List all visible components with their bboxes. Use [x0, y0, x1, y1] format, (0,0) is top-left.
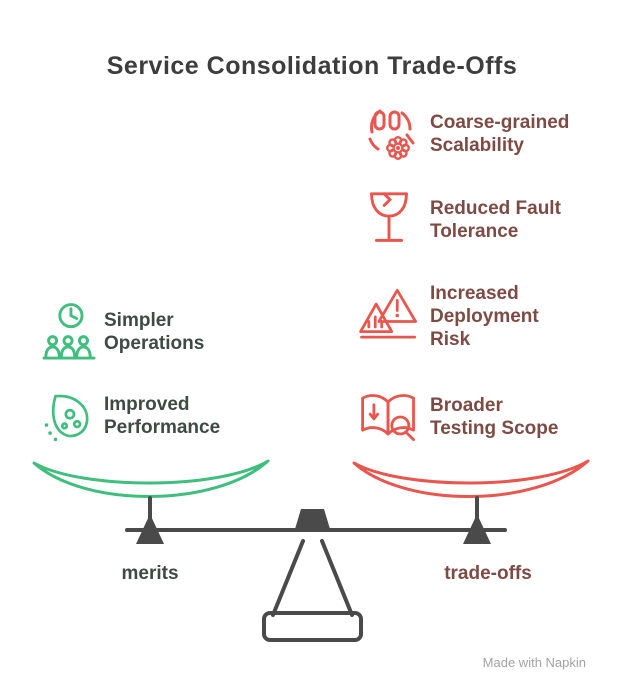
fulcrum-left-side	[271, 539, 305, 617]
item-label-line: Operations	[104, 333, 205, 354]
right-weight	[463, 514, 491, 544]
item-label-line: Broader	[430, 395, 503, 416]
item-label-line: Improved	[104, 394, 190, 415]
item-label-line: Scalability	[430, 135, 524, 156]
gear-circle-icon	[356, 105, 422, 163]
left-weight	[136, 514, 164, 544]
watermark: Made with Napkin	[482, 655, 586, 670]
item-label-line: Reduced Fault	[430, 198, 561, 219]
list-item-coarse-grained-scalability: Coarse-grained Scalability	[356, 104, 569, 164]
left-pan-label: merits	[121, 563, 179, 584]
fragile-glass-icon	[356, 188, 422, 252]
clock-people-icon	[42, 302, 96, 362]
list-item-improved-performance: Improved Performance	[42, 386, 220, 446]
book-magnifier-icon	[356, 388, 422, 446]
pivot-knob	[295, 509, 330, 529]
right-pan	[352, 459, 590, 498]
item-label-line: Simpler	[104, 310, 174, 331]
item-label-line: Coarse-grained	[430, 112, 570, 133]
item-label-line: Tolerance	[430, 221, 519, 242]
item-label-line: Deployment	[430, 305, 539, 327]
item-label-line: Increased	[430, 282, 519, 304]
page-title: Service Consolidation Trade-Offs	[106, 52, 518, 80]
list-item-reduced-fault-tolerance: Reduced Fault Tolerance	[356, 186, 561, 254]
left-pan	[32, 459, 270, 498]
right-pan-label: trade-offs	[444, 563, 532, 584]
water-drop-icon	[42, 386, 96, 446]
warning-triangles-icon	[356, 282, 422, 350]
list-item-increased-deployment-risk: Increased Deployment Risk	[356, 280, 539, 352]
item-label-line: Risk	[430, 328, 471, 350]
list-item-broader-testing-scope: Broader Testing Scope	[356, 388, 558, 446]
fulcrum-base	[262, 611, 363, 642]
fulcrum-right-side	[320, 539, 354, 617]
item-label-line: Performance	[104, 417, 221, 438]
list-item-simpler-operations: Simpler Operations	[42, 302, 204, 362]
item-label-line: Testing Scope	[430, 418, 559, 439]
